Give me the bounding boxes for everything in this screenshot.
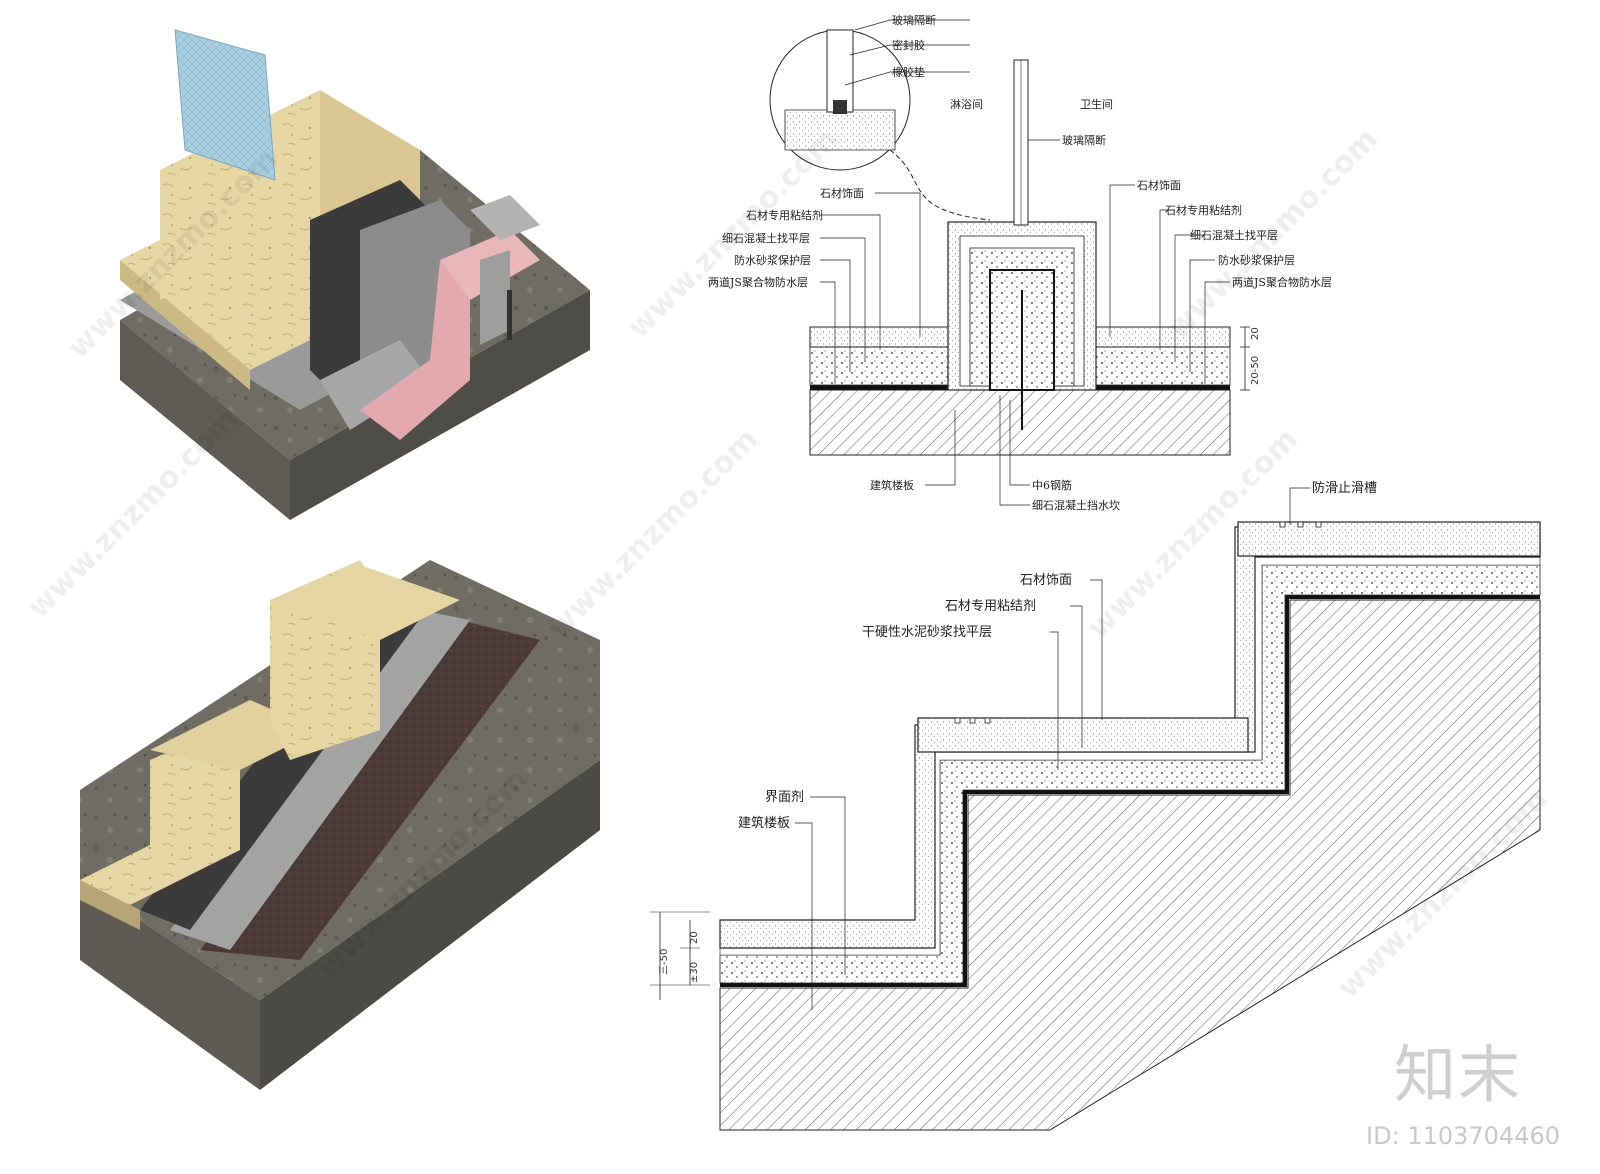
label-stair-stone-finish: 石材饰面 <box>1020 573 1072 588</box>
label-mortar-protect-right: 防水砂浆保护层 <box>1218 253 1295 267</box>
label-water-stop: 细石混凝土挡水坎 <box>1032 498 1120 512</box>
label-glass-partition-2: 玻璃隔断 <box>1062 133 1106 147</box>
label-rebar: 中6钢筋 <box>1032 478 1072 492</box>
model-stairs-3d <box>80 560 600 1090</box>
label-fine-concrete-right: 细石混凝土找平层 <box>1190 228 1278 242</box>
watermark-text: www.znzmo.com <box>541 422 765 646</box>
label-interface-agent: 界面剂 <box>765 790 804 805</box>
label-stair-stone-adhesive: 石材专用粘结剂 <box>945 599 1036 614</box>
stair-dim-total: 三-50 <box>659 949 670 975</box>
label-floor-slab: 建筑楼板 <box>870 478 914 492</box>
label-stair-floor-slab: 建筑楼板 <box>738 815 790 831</box>
label-stone-adhesive-right: 石材专用粘结剂 <box>1165 203 1242 217</box>
glass-panel-3d <box>174 29 276 181</box>
dim-20: 20 <box>1250 327 1261 340</box>
label-rubber-pad: 橡胶垫 <box>892 65 925 79</box>
label-sealant: 密封胶 <box>892 38 925 52</box>
label-js-waterproof-left: 两道JS聚合物防水层 <box>708 275 808 289</box>
label-shower-room: 淋浴间 <box>950 98 983 111</box>
image-id: ID: 1103704460 <box>1366 1122 1560 1150</box>
model-threshold-3d <box>120 29 590 520</box>
watermark-text: www.znzmo.com <box>621 122 845 346</box>
label-stair-dry-mortar: 干硬性水泥砂浆找平层 <box>862 625 992 640</box>
watermark-text: www.znzmo.com <box>21 402 245 626</box>
label-anti-slip: 防滑止滑槽 <box>1312 480 1377 496</box>
label-stone-finish-right: 石材饰面 <box>1137 178 1181 192</box>
label-mortar-protect-left: 防水砂浆保护层 <box>734 253 811 267</box>
dim-20-50: 20-50 <box>1250 356 1261 385</box>
label-stone-finish-left: 石材饰面 <box>820 186 864 200</box>
label-glass-partition: 玻璃隔断 <box>892 13 936 27</box>
label-stone-adhesive-left: 石材专用粘结剂 <box>746 208 823 222</box>
stair-dim-20: 20 <box>689 931 700 944</box>
label-js-waterproof-right: 两道JS聚合物防水层 <box>1232 275 1332 289</box>
label-fine-concrete-left: 细石混凝土找平层 <box>722 231 810 245</box>
brand-logo-text: 知末 <box>1393 1038 1522 1111</box>
section-threshold: 20 20-50 玻璃隔断 密封胶 橡胶垫 淋浴间 卫生间 玻璃隔断 <box>708 13 1332 512</box>
section-stairs: 20 ±30 三-50 防滑止滑槽 石材饰面 石材专用粘结剂 干硬性水泥砂浆找平… <box>650 480 1541 1131</box>
stair-dim-30: ±30 <box>689 962 700 983</box>
label-bathroom: 卫生间 <box>1080 97 1113 111</box>
